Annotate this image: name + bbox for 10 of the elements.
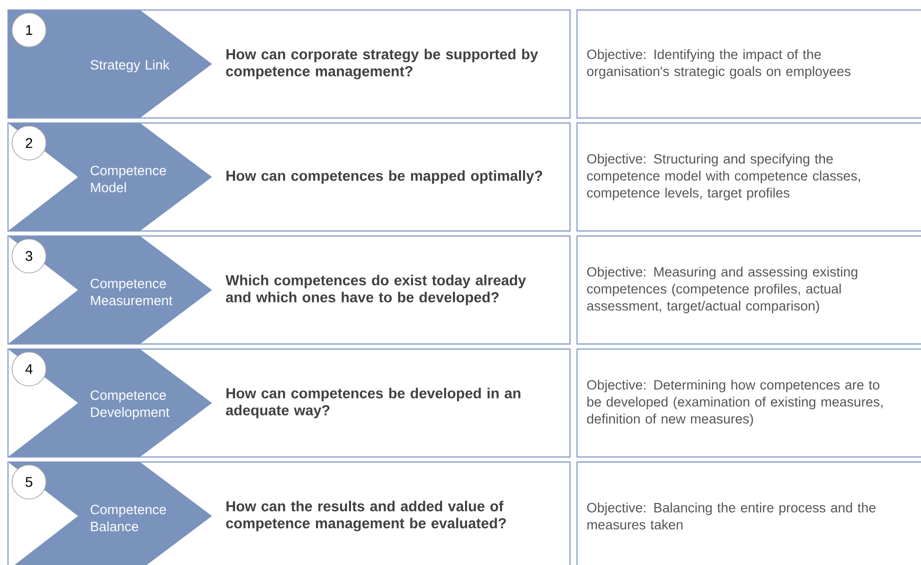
step-number: 4 xyxy=(12,352,46,386)
step-number: 1 xyxy=(12,12,46,48)
step-number: 2 xyxy=(12,126,46,160)
objective-box: Objective: Measuring and assessing existing competences (competence profiles, actual assessment, target/actual comparison) xyxy=(576,235,921,345)
objective-box: Objective: Determining how competences are to be developed (examination of existing measures, definition of new measures) xyxy=(576,348,921,458)
objective-box: Objective: Identifying the impact of the organisation's strategic goals on employees xyxy=(576,9,921,119)
step-number: 5 xyxy=(12,464,46,500)
objective-box: Objective: Balancing the entire process and the measures taken xyxy=(576,461,921,565)
objective-box: Objective: Structuring and specifying the competence model with competence classes, competence levels, target profiles xyxy=(576,122,921,232)
step-number: 3 xyxy=(12,238,46,274)
